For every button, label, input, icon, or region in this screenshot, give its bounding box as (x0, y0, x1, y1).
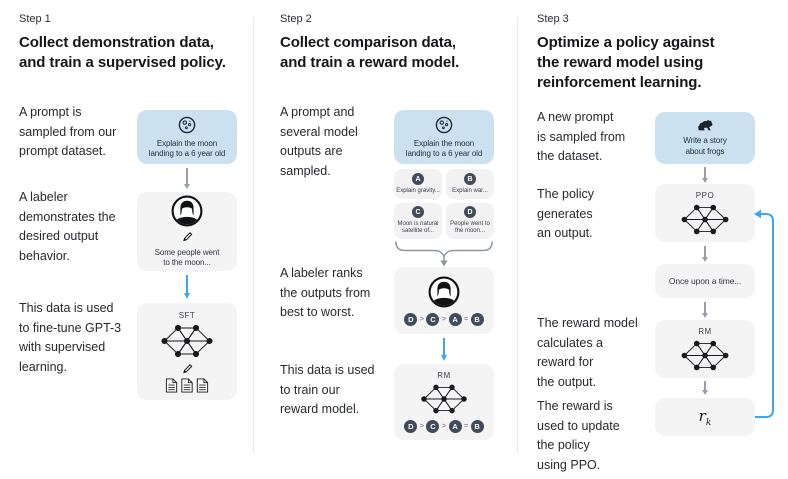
output-option-a: A Explain gravity... (394, 169, 442, 199)
moon-icon (435, 116, 453, 133)
output-option-b: B Explain war... (446, 169, 494, 199)
rank-separator: > (419, 315, 424, 323)
option-letter-badge: C (412, 206, 424, 219)
neural-network-icon (681, 204, 729, 234)
prompt-text: Write a story about frogs (683, 136, 727, 156)
step2-caption-prompt: A prompt and several model outputs are s… (280, 105, 358, 178)
step1-caption-train: This data is used to fine-tune GPT-3 wit… (19, 301, 122, 374)
brace-icon (394, 241, 494, 267)
rank-item: D (404, 312, 418, 326)
ranking-row: D > C > A = B (404, 312, 484, 326)
step3-label: Step 3 (537, 13, 569, 25)
rank-separator: = (464, 315, 469, 323)
policy-output-text: Once upon a time... (668, 275, 742, 286)
option-letter-badge: A (412, 173, 424, 185)
rank-separator: > (441, 315, 447, 323)
rank-item: B (470, 420, 484, 433)
reward-value-box: rk (655, 398, 755, 436)
labeler-ranking-box: D > C > A = B (394, 267, 494, 334)
labeler-avatar-icon (171, 195, 203, 226)
rank-separator: = (464, 423, 469, 430)
option-text: Explain gravity... (396, 187, 440, 194)
step2-caption-train: This data is used to train our reward mo… (280, 363, 375, 416)
arrow-down-icon (700, 246, 710, 262)
neural-network-icon (161, 324, 213, 357)
rank-item: A (448, 312, 462, 326)
arrow-down-icon (700, 381, 710, 395)
frog-icon (697, 120, 712, 131)
step3-caption-prompt: A new prompt is sampled from the dataset… (537, 110, 626, 163)
step3-caption-update: The reward is used to update the policy … (537, 399, 620, 472)
rank-item: A (448, 420, 462, 433)
arrow-down-icon (700, 302, 710, 318)
ranking-row: D > C > A = B (404, 420, 484, 433)
rank-item: D (404, 420, 418, 433)
pencil-icon (182, 231, 192, 241)
model-label: SFT (178, 310, 196, 320)
documents-icon (165, 377, 209, 393)
step1-caption-labeler: A labeler demonstrates the desired outpu… (19, 190, 116, 263)
labeler-avatar-icon (428, 276, 460, 307)
arrow-down-icon (182, 168, 192, 189)
arrow-down-icon (182, 275, 192, 299)
output-option-d: D People went to the moon... (446, 203, 494, 239)
column-divider (517, 18, 518, 452)
sft-model-box: SFT (137, 303, 237, 400)
rank-separator: > (419, 423, 424, 430)
arrow-down-icon (700, 167, 710, 183)
model-label: PPO (695, 190, 715, 200)
prompt-box-step2: Explain the moon landing to a 6 year old (394, 110, 494, 164)
option-letter-badge: D (464, 206, 476, 219)
step1-caption-prompt: A prompt is sampled from our prompt data… (19, 105, 117, 158)
moon-icon (178, 116, 196, 133)
step2-label: Step 2 (280, 13, 312, 25)
option-text: Moon is natural satellite of... (397, 220, 439, 235)
step2-title: Collect comparison data, and train a rew… (280, 34, 460, 71)
step3-title: Optimize a policy against the reward mod… (537, 34, 715, 91)
labeler-box-step1: Some people went to the moon... (137, 192, 237, 271)
pencil-icon (182, 363, 192, 373)
rm-model-box: RM D > C > A = B (394, 364, 494, 440)
prompt-box-step1: Explain the moon landing to a 6 year old (137, 110, 237, 164)
prompt-text: Explain the moon landing to a 6 year old (405, 138, 483, 159)
step2-caption-rank: A labeler ranks the outputs from best to… (280, 266, 371, 319)
model-label: RM (698, 326, 712, 336)
option-text: Explain war... (452, 187, 488, 194)
rank-item: C (426, 420, 440, 433)
step1-title: Collect demonstration data, and train a … (19, 34, 226, 71)
rank-item: C (426, 312, 440, 326)
rm-model-box-step3: RM (655, 320, 755, 378)
step3-caption-policy: The policy generates an output. (537, 187, 594, 240)
feedback-arrow-icon (754, 209, 774, 418)
policy-output-box: Once upon a time... (655, 264, 755, 298)
prompt-text: Explain the moon landing to a 6 year old (148, 138, 226, 159)
step1-label: Step 1 (19, 13, 51, 25)
arrow-down-icon (439, 338, 449, 361)
reward-value: rk (698, 406, 712, 428)
labeler-output-text: Some people went to the moon... (154, 247, 220, 268)
ppo-policy-box: PPO (655, 184, 755, 242)
rank-item: B (470, 312, 484, 326)
option-text: People went to the moon... (450, 220, 490, 235)
neural-network-icon (681, 340, 729, 370)
option-letter-badge: B (464, 173, 476, 185)
model-label: RM (437, 371, 451, 380)
neural-network-icon (421, 384, 467, 414)
rank-separator: > (441, 423, 447, 430)
step3-caption-reward: The reward model calculates a reward for… (537, 316, 638, 389)
prompt-box-step3: Write a story about frogs (655, 112, 755, 164)
output-option-c: C Moon is natural satellite of... (394, 203, 442, 239)
column-divider (253, 18, 254, 452)
